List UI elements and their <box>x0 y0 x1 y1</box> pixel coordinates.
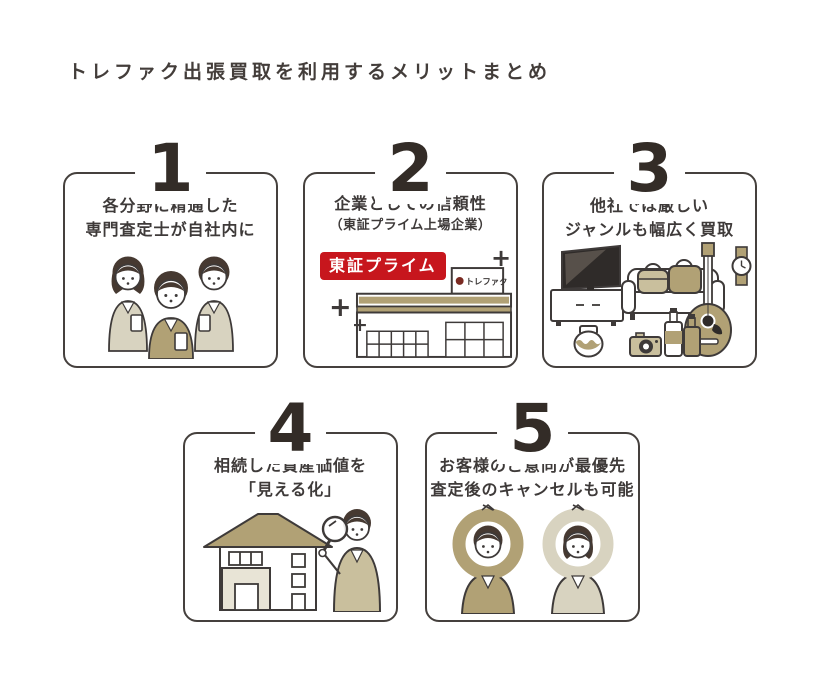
three-appraisers-illustration <box>108 256 234 359</box>
merit-number-5: 5 <box>496 394 569 464</box>
merit-card-2: 2 企業としての信頼性 （東証プライム上場企業） 東証プライム + + + トレ… <box>303 134 518 368</box>
plus-icon: + <box>352 314 368 336</box>
merit-card-4: 4 相続した資産価値を 「見える化」 <box>183 394 398 622</box>
merit-4-line-1: 相続した資産価値を <box>213 456 367 475</box>
bottles <box>664 308 701 357</box>
merit-card-3: 3 他社では厳しい ジャンルも幅広く買取 <box>542 134 757 368</box>
plus-icon: + <box>329 292 352 323</box>
wristwatch <box>731 246 752 286</box>
tv-cabinet <box>550 289 624 326</box>
pot <box>573 325 604 358</box>
store-sign-label: トレファク <box>466 276 508 286</box>
tse-prime-badge: 東証プライム <box>320 252 446 281</box>
merit-card-5: 5 お客様のご意向が最優先 査定後のキャンセルも可能 <box>425 394 640 622</box>
merit-2-line-2: （東証プライム上場企業） <box>329 217 492 233</box>
page-title: トレファク出張買取を利用するメリットまとめ <box>68 61 552 83</box>
house <box>203 513 333 611</box>
handbags <box>637 259 702 294</box>
merit-1-line-2: 専門査定士が自社内に <box>85 219 256 239</box>
customers-ok-pose-illustration <box>452 503 614 614</box>
merit-5-line-2: 査定後のキャンセルも可能 <box>430 479 635 499</box>
store-windows-left <box>366 330 429 358</box>
merit-number-2: 2 <box>374 134 447 204</box>
merit-number-4: 4 <box>254 394 327 464</box>
merit-number-3: 3 <box>613 134 686 204</box>
merit-text-5: お客様のご意向が最優先 査定後のキャンセルも可能 <box>427 454 638 501</box>
merit-number-1: 1 <box>134 134 207 204</box>
camera <box>629 332 662 357</box>
merit-4-line-2: 「見える化」 <box>239 479 342 499</box>
tv <box>561 244 621 291</box>
appraiser-left <box>108 256 148 352</box>
customer-left <box>452 503 524 614</box>
merit-card-1: 1 各分野に精通した 専門査定士が自社内に <box>63 134 278 368</box>
plus-icon: + <box>491 244 512 272</box>
store-windows-right <box>445 321 504 358</box>
household-items-illustration <box>550 242 752 358</box>
merit-5-line-1: お客様のご意向が最優先 <box>438 456 626 475</box>
appraiser-center <box>148 271 194 359</box>
appraiser-right <box>194 256 234 352</box>
customer-right <box>542 503 614 614</box>
house-appraisal-illustration <box>203 509 382 612</box>
storefront-illustration: トレファク <box>355 267 513 358</box>
merit-3-line-2: ジャンルも幅広く買取 <box>564 219 735 239</box>
merit-text-4: 相続した資産価値を 「見える化」 <box>185 454 396 501</box>
appraiser-with-magnifier <box>318 509 382 612</box>
